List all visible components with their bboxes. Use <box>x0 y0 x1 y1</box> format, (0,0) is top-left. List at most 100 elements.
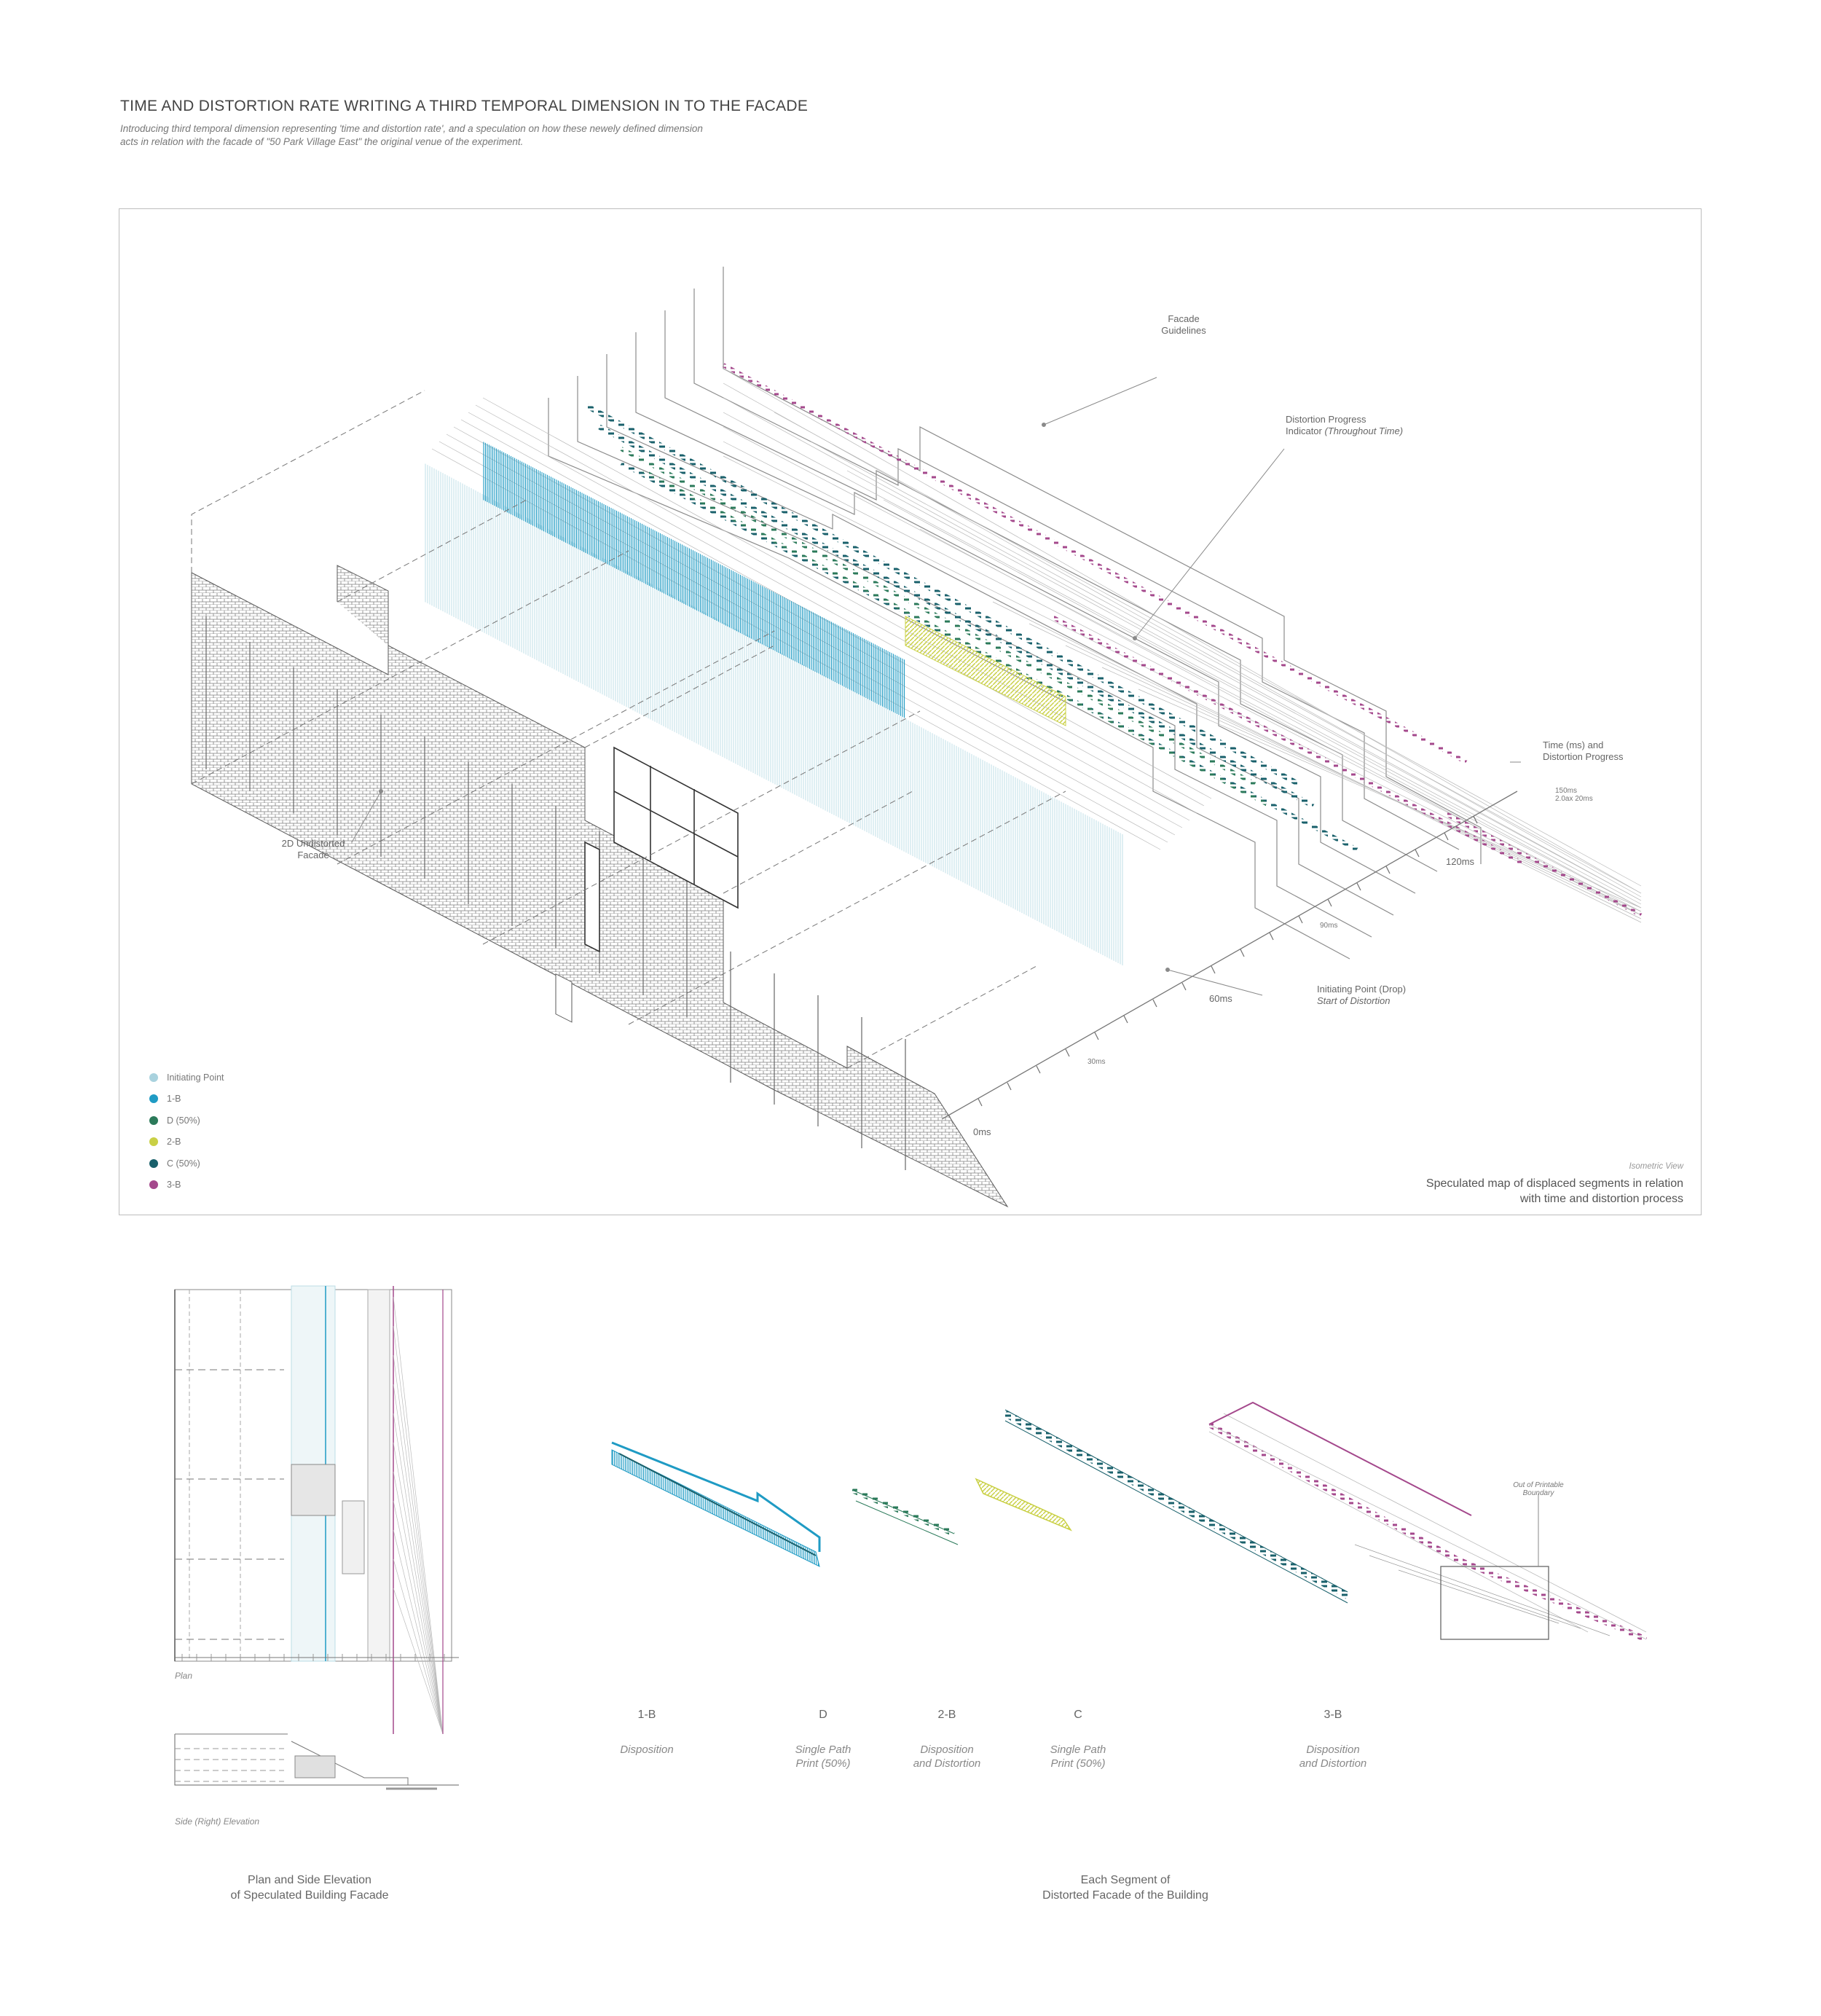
legend-label: C (50%) <box>167 1158 200 1169</box>
label-time-distortion-line2: Distortion Progress <box>1543 751 1624 762</box>
legend-item: C (50%) <box>149 1153 224 1174</box>
segment-description-line2: Print (50%) <box>795 1757 851 1770</box>
label-initiating-line1: Initiating Point (Drop) <box>1317 984 1407 995</box>
segment-description-line2: and Distortion <box>1299 1757 1367 1770</box>
label-distortion-progress: Distortion Progress Indicator (Throughou… <box>1286 414 1446 437</box>
segment-1b-drawing <box>611 1441 821 1567</box>
segment-band-2b <box>905 616 1066 726</box>
plan-drawing <box>174 1285 459 1735</box>
legend-swatch <box>149 1115 158 1125</box>
segment-description: Disposition <box>574 1743 720 1757</box>
legend-label: Initiating Point <box>167 1072 224 1083</box>
page-title: TIME AND DISTORTION RATE WRITING A THIRD… <box>120 98 809 114</box>
ground-guides <box>191 390 1066 1069</box>
tick-30ms: 30ms <box>1088 1058 1106 1066</box>
plan-caption-line2: of Speculated Building Facade <box>230 1889 389 1902</box>
isometric-view-caption: Speculated map of displaced segments in … <box>1319 1176 1683 1207</box>
subtitle-line-2: acts in relation with the facade of "50 … <box>120 136 524 147</box>
segments-caption-line2: Distorted Facade of the Building <box>1042 1889 1208 1902</box>
segment-description-line2: Print (50%) <box>1050 1757 1106 1770</box>
legend-swatch <box>149 1072 158 1082</box>
legend-item: 1-B <box>149 1089 224 1110</box>
segment-c-drawing <box>1003 1409 1350 1604</box>
label-initiating-point: Initiating Point (Drop) Start of Distort… <box>1317 984 1463 1007</box>
legend-item: D (50%) <box>149 1110 224 1131</box>
page-subtitle: Introducing third temporal dimension rep… <box>120 122 776 149</box>
label-initiating-italic: Start of Distortion <box>1317 995 1391 1006</box>
isometric-caption-line1: Speculated map of displaced segments in … <box>1425 1177 1683 1190</box>
tick-60ms: 60ms <box>1209 993 1232 1004</box>
label-time-small-line1: 150ms <box>1555 787 1578 795</box>
segment-3b-drawing <box>1208 1401 1648 1642</box>
legend-swatch <box>149 1158 158 1168</box>
plan-label: Plan <box>175 1671 193 1681</box>
label-undistorted-facade: 2D Undistorted Facade <box>266 838 361 861</box>
legend-item: Initiating Point <box>149 1067 224 1089</box>
legend-item: 2-B <box>149 1131 224 1153</box>
segment-band-initiating <box>425 463 1124 966</box>
segments-caption: Each Segment of Distorted Facade of the … <box>998 1872 1253 1903</box>
window-bay <box>584 746 739 953</box>
legend-swatch <box>149 1180 158 1190</box>
segment-description-line1: Disposition <box>620 1744 674 1756</box>
legend-label: 1-B <box>167 1094 181 1105</box>
plan-caption-line1: Plan and Side Elevation <box>248 1874 371 1886</box>
label-facade-guidelines-line1: Facade <box>1168 313 1200 324</box>
label-facade-guidelines-line2: Guidelines <box>1161 325 1206 336</box>
out-of-boundary-line1: Out of Printable <box>1513 1481 1564 1489</box>
label-time-small: 150ms 2.0ax 20ms <box>1555 787 1593 803</box>
legend-swatch <box>149 1094 158 1104</box>
legend-swatch <box>149 1137 158 1147</box>
segment-description-line2: and Distortion <box>913 1757 981 1770</box>
tick-90ms: 90ms <box>1320 922 1338 930</box>
subtitle-line-1: Introducing third temporal dimension rep… <box>120 123 703 134</box>
legend-item: 3-B <box>149 1174 224 1196</box>
tick-0ms: 0ms <box>973 1126 991 1137</box>
segment-2b-drawing <box>975 1478 1072 1531</box>
side-elevation-drawing <box>174 1733 459 1790</box>
segment-code: D <box>819 1709 827 1721</box>
segment-d-drawing <box>851 1487 959 1545</box>
out-of-boundary-box <box>1440 1566 1549 1640</box>
label-distortion-progress-line2: Indicator (Throughout Time) <box>1286 425 1446 437</box>
legend-label: 3-B <box>167 1180 181 1191</box>
segment-code: 1-B <box>637 1709 656 1721</box>
label-time-distortion-line1: Time (ms) and <box>1543 740 1604 750</box>
segment-description-line1: Single Path <box>1050 1744 1106 1756</box>
segment-code: 2-B <box>937 1709 956 1721</box>
label-distortion-progress-word: Indicator <box>1286 425 1322 436</box>
segment-code: 3-B <box>1324 1709 1342 1721</box>
segment-band-1b <box>483 442 905 718</box>
label-distortion-progress-italic: (Throughout Time) <box>1324 425 1404 436</box>
side-elevation-label: Side (Right) Elevation <box>175 1816 260 1827</box>
isometric-drawing <box>191 267 1643 1208</box>
time-axis <box>941 791 1518 1123</box>
leader-lines <box>351 377 1521 996</box>
segment-band-d <box>620 447 1271 808</box>
plan-caption: Plan and Side Elevation of Speculated Bu… <box>182 1872 437 1903</box>
isometric-view-kicker: Isometric View <box>1629 1162 1683 1171</box>
label-facade-guidelines: Facade Guidelines <box>1136 313 1231 337</box>
segment-code: C <box>1074 1709 1082 1721</box>
tick-120ms: 120ms <box>1446 856 1475 867</box>
segment-description-line1: Disposition <box>920 1744 974 1756</box>
out-of-boundary-label: Out of Printable Boundary <box>1495 1481 1582 1497</box>
label-distortion-progress-line1: Distortion Progress <box>1286 414 1366 425</box>
label-time-distortion: Time (ms) and Distortion Progress <box>1543 740 1652 763</box>
label-undistorted-line2: Facade <box>297 850 329 860</box>
segment-description-line1: Single Path <box>795 1744 851 1756</box>
label-undistorted-line1: 2D Undistorted <box>281 838 345 849</box>
legend: Initiating Point 1-B D (50%) 2-B C (50%) 3-B <box>149 1067 224 1196</box>
out-of-boundary-line2: Boundary <box>1522 1489 1554 1497</box>
legend-label: D (50%) <box>167 1115 200 1126</box>
isometric-view-frame <box>119 208 1702 1215</box>
segment-band-3b <box>722 363 1643 917</box>
segments-caption-line1: Each Segment of <box>1080 1874 1171 1886</box>
plan-elevation-drawing <box>174 1285 459 1790</box>
label-initiating-line2: Start of Distortion <box>1317 995 1463 1007</box>
segment-drawings <box>611 1401 1648 1642</box>
